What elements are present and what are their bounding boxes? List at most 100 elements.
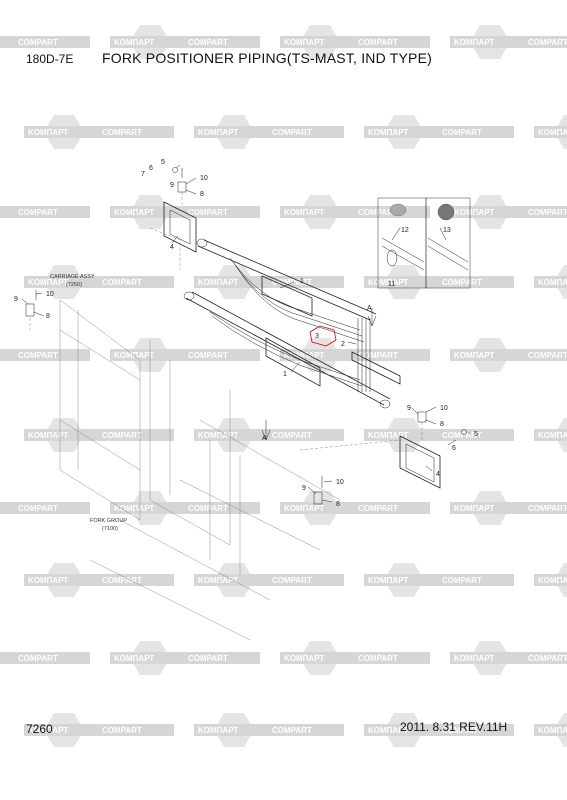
part-label-a-upper: A — [367, 305, 372, 312]
watermark-band — [24, 126, 174, 138]
upper-left-bracket — [149, 167, 197, 270]
model-number: 180D-7E — [26, 52, 74, 66]
watermark-band — [280, 652, 430, 664]
part-label-3: 3 — [315, 333, 319, 340]
watermark-text-a: KOMПАРТ — [198, 726, 238, 735]
watermark-band — [364, 126, 514, 138]
watermark-text-a: KOMПАРТ — [454, 654, 494, 663]
page-number: 7260 — [26, 722, 53, 736]
left-fitting-group — [25, 290, 37, 330]
part-label-5-right: 5 — [474, 431, 478, 438]
watermark-band — [364, 429, 514, 441]
callout-hexagon-3 — [309, 325, 337, 347]
watermark-text-b: COMPART — [442, 431, 482, 440]
watermark-text-b: COMPART — [528, 208, 567, 217]
watermark-band — [24, 724, 174, 736]
part-label-6: 6 — [149, 165, 153, 172]
watermark-text-b: COMPART — [188, 351, 228, 360]
part-labels: 5 6 7 10 9 8 4 1 A 3 2 1 CARRIAGE ASSY (… — [14, 159, 478, 532]
part-label-1-upper: 1 — [300, 278, 304, 285]
watermark-text-b: COMPART — [102, 278, 142, 287]
watermark-text-b: COMPART — [528, 38, 567, 47]
watermark-text-a: KOMПАРТ — [454, 208, 494, 217]
carriage-frame-outline — [59, 299, 341, 641]
lower-fitting-group — [313, 476, 323, 505]
watermark-text-b: COMPART — [272, 576, 312, 585]
part-label-13: 13 — [443, 227, 451, 234]
watermark-text-b: COMPART — [272, 726, 312, 735]
watermark-band — [24, 276, 174, 288]
watermark-text-b: COMPART — [442, 726, 482, 735]
watermark-band — [110, 502, 260, 514]
part-label-12: 12 — [401, 227, 409, 234]
watermark-band — [534, 724, 567, 736]
detail-inset-13 — [425, 197, 471, 289]
carriage-assy-ref: (7250) — [66, 282, 82, 288]
upper-cylinder-assembly — [196, 238, 377, 343]
watermark-band — [194, 574, 344, 586]
watermark-band — [110, 652, 260, 664]
watermark-text-b: COMPART — [442, 278, 482, 287]
watermark-text-b: COMPART — [18, 504, 58, 513]
part-label-10-upper: 10 — [200, 175, 208, 182]
watermark-band — [534, 276, 567, 288]
watermark-band — [0, 652, 90, 664]
watermark-text-a: KOMПАРТ — [114, 38, 154, 47]
watermark-text-b: COMPART — [18, 208, 58, 217]
view-a-arrows — [261, 308, 377, 441]
vertical-hose-bundle — [351, 318, 401, 392]
watermark-text-a: KOMПАРТ — [198, 576, 238, 585]
watermark-text-b: COMPART — [188, 208, 228, 217]
watermark-text-a: KOMПАРТ — [368, 726, 408, 735]
part-label-a-lower: A — [262, 435, 267, 442]
watermark-text-a: KOMПАРТ — [28, 128, 68, 137]
part-label-9-upper: 9 — [170, 182, 174, 189]
page-title: FORK POSITIONER PIPING(TS-MAST, IND TYPE… — [102, 50, 432, 66]
watermark-text-b: COMPART — [272, 431, 312, 440]
part-label-8-left: 8 — [46, 313, 50, 320]
watermark-text-a: KOMПАРТ — [538, 726, 567, 735]
watermark-text-b: COMPART — [442, 128, 482, 137]
watermark-text-b: COMPART — [102, 726, 142, 735]
watermark-band — [110, 36, 260, 48]
part-label-1-lower: 1 — [283, 371, 287, 378]
watermark-text-b: COMPART — [188, 504, 228, 513]
watermark-text-b: COMPART — [102, 128, 142, 137]
watermark-band — [364, 276, 514, 288]
part-label-9-left: 9 — [14, 296, 18, 303]
watermark-band — [194, 276, 344, 288]
watermark-text-a: KOMПАРТ — [28, 726, 68, 735]
watermark-text-a: KOMПАРТ — [28, 431, 68, 440]
watermark-text-b: COMPART — [358, 351, 398, 360]
watermark-band — [24, 429, 174, 441]
watermark-text-a: KOMПАРТ — [28, 576, 68, 585]
watermark-band — [0, 502, 90, 514]
watermark-text-a: KOMПАРТ — [454, 38, 494, 47]
watermark-text-b: COMPART — [18, 38, 58, 47]
watermark-text-b: COMPART — [18, 351, 58, 360]
watermark-text-a: KOMПАРТ — [198, 128, 238, 137]
watermark-text-a: KOMПАРТ — [284, 208, 324, 217]
watermark-text-b: COMPART — [188, 654, 228, 663]
watermark-band — [450, 502, 567, 514]
revision-date: 2011. 8.31 REV.11H — [400, 720, 508, 734]
part-label-5: 5 — [161, 159, 165, 166]
fork-group-ref: (7100) — [102, 526, 118, 532]
detail-inset-11-12 — [377, 197, 427, 289]
watermark-text-a: KOMПАРТ — [284, 504, 324, 513]
right-bracket — [299, 411, 467, 489]
watermark-text-a: KOMПАРТ — [368, 576, 408, 585]
watermark-band — [194, 126, 344, 138]
lower-cylinder-assembly — [183, 291, 391, 409]
watermark-text-a: KOMПАРТ — [28, 278, 68, 287]
part-label-2: 2 — [341, 341, 345, 348]
watermark-text-b: COMPART — [188, 38, 228, 47]
carriage-assy-label: CARRIAGE ASSY — [50, 274, 95, 280]
watermark-text-b: COMPART — [528, 654, 567, 663]
watermark-text-a: KOMПАРТ — [198, 278, 238, 287]
watermark-text-a: KOMПАРТ — [114, 654, 154, 663]
part-label-11: 11 — [388, 281, 395, 288]
watermark-text-b: COMPART — [358, 654, 398, 663]
